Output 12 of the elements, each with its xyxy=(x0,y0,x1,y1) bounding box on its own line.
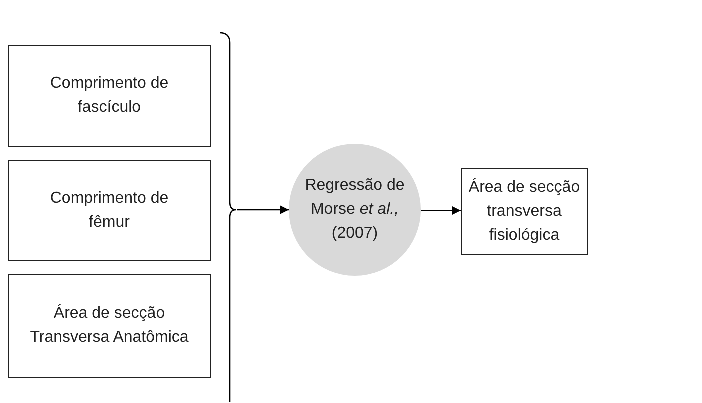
node-label: Comprimento de fêmur xyxy=(49,188,170,232)
process-box xyxy=(8,274,211,378)
node-label: Área de secção transversa fisiológica xyxy=(468,177,582,246)
node-label: Comprimento de fascículo xyxy=(49,74,170,118)
process-box xyxy=(461,168,588,255)
node-label: Regressão de Morse et al., (2007) xyxy=(304,176,406,244)
arrow xyxy=(421,206,461,216)
node-label: Área de secção Transversa Anatômica xyxy=(29,303,190,348)
curly-brace xyxy=(220,32,237,402)
arrow xyxy=(237,206,289,214)
process-box xyxy=(8,45,211,147)
process-box xyxy=(8,160,211,261)
